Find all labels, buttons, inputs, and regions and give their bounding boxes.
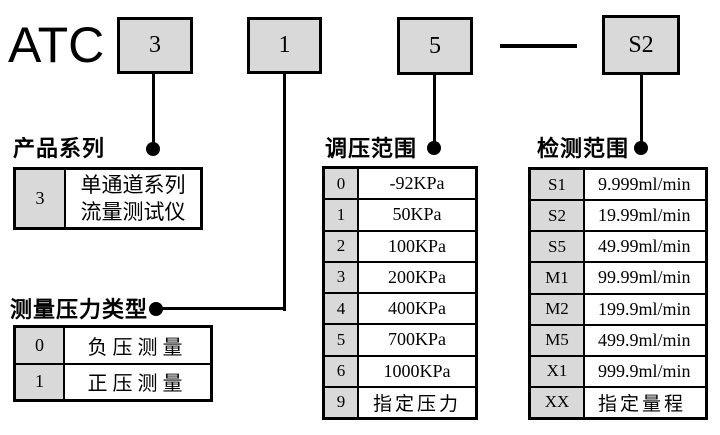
code-cell: 4 <box>325 294 359 324</box>
table-row: X1 999.9ml/min <box>531 356 705 388</box>
code-cell: 1 <box>16 364 65 399</box>
table-row: 0 -92KPa <box>325 169 475 201</box>
value-cell: 499.9ml/min <box>598 329 691 350</box>
code-cell: 0 <box>16 328 65 363</box>
code-cell: S5 <box>531 232 585 262</box>
pressure-type-table: 0 负压测量 1 正压测量 <box>13 325 213 402</box>
value-cell: 负压测量 <box>87 336 188 359</box>
table-row: 1 正压测量 <box>16 364 210 399</box>
value-cell: 50KPa <box>392 204 442 225</box>
connector-line-pressure-type-horiz <box>158 307 285 310</box>
code-separator-dash <box>500 44 577 48</box>
value-cell: 指定压力 <box>372 393 461 415</box>
code-cell: 3 <box>16 170 66 227</box>
table-row: XX 指定量程 <box>531 387 705 417</box>
code-cell: S1 <box>531 170 585 200</box>
table-row: 1 50KPa <box>325 200 475 232</box>
value-cell: 999.9ml/min <box>598 360 691 381</box>
connector-dot-detection-range <box>634 141 648 155</box>
value-cell: 99.99ml/min <box>598 267 691 288</box>
value-cell: 400KPa <box>388 298 446 319</box>
model-prefix: ATC <box>8 17 105 73</box>
code-box-series: 3 <box>117 17 193 74</box>
table-row: 2 100KPa <box>325 231 475 263</box>
value-cell: 9.999ml/min <box>598 174 691 195</box>
table-row: 6 1000KPa <box>325 356 475 388</box>
connector-line-pressure-range <box>433 74 436 145</box>
connector-dot-series <box>146 142 160 156</box>
value-cell: 700KPa <box>388 329 446 350</box>
code-box-detection-range: S2 <box>602 15 680 75</box>
connector-line-series <box>152 73 155 145</box>
table-row: M5 499.9ml/min <box>531 325 705 357</box>
value-cell: 指定量程 <box>598 393 687 415</box>
code-cell: X1 <box>531 356 585 386</box>
code-cell: M1 <box>531 263 585 293</box>
table-row: 3 200KPa <box>325 262 475 294</box>
code-cell: 5 <box>325 325 359 355</box>
code-cell: 9 <box>325 387 359 417</box>
detection-range-table: S1 9.999ml/min S2 19.99ml/min S5 49.99ml… <box>528 167 708 420</box>
section-title-pressure-range: 调压范围 <box>325 136 418 161</box>
product-series-table: 3 单通道系列 流量测试仪 <box>13 167 203 230</box>
table-row: 4 400KPa <box>325 294 475 326</box>
code-cell: M5 <box>531 325 585 355</box>
table-row: 3 单通道系列 流量测试仪 <box>16 170 200 227</box>
table-row: S2 19.99ml/min <box>531 201 705 233</box>
connector-dot-pressure-range <box>427 141 441 155</box>
value-cell: 1000KPa <box>383 360 451 381</box>
code-cell: 1 <box>325 200 359 230</box>
value-cell: 100KPa <box>388 235 446 256</box>
code-cell: 0 <box>325 169 359 199</box>
code-box-pressure-range: 5 <box>397 17 473 75</box>
table-row: 5 700KPa <box>325 325 475 357</box>
value-line-1: 单通道系列 <box>80 172 186 197</box>
value-cell: -92KPa <box>389 173 445 194</box>
code-cell: 2 <box>325 231 359 261</box>
value-line-2: 流量测试仪 <box>80 199 186 224</box>
pressure-range-table: 0 -92KPa 1 50KPa 2 100KPa 3 200KPa 4 400… <box>322 166 478 420</box>
table-row: 0 负压测量 <box>16 328 210 365</box>
connector-line-detection-range <box>640 74 643 145</box>
table-row: S1 9.999ml/min <box>531 170 705 202</box>
section-title-pressure-type: 测量压力类型 <box>10 297 149 322</box>
table-row: 9 指定压力 <box>325 387 475 417</box>
table-row: M2 199.9ml/min <box>531 294 705 326</box>
code-cell: M2 <box>531 294 585 324</box>
value-cell: 49.99ml/min <box>598 236 691 257</box>
table-row: S5 49.99ml/min <box>531 232 705 264</box>
value-cell: 正压测量 <box>87 373 188 396</box>
connector-line-pressure-type-vert <box>283 73 286 311</box>
code-box-pressure-type: 1 <box>247 17 322 74</box>
code-cell: 6 <box>325 356 359 386</box>
table-row: M1 99.99ml/min <box>531 263 705 295</box>
code-cell: S2 <box>531 201 585 231</box>
value-cell: 单通道系列 流量测试仪 <box>66 170 200 227</box>
value-cell: 199.9ml/min <box>598 298 691 319</box>
connector-dot-pressure-type <box>149 302 163 316</box>
code-cell: 3 <box>325 262 359 292</box>
value-cell: 200KPa <box>388 266 446 287</box>
value-cell: 19.99ml/min <box>598 205 691 226</box>
code-cell: XX <box>531 387 585 417</box>
section-title-product-series: 产品系列 <box>13 136 106 161</box>
section-title-detection-range: 检测范围 <box>537 136 630 161</box>
